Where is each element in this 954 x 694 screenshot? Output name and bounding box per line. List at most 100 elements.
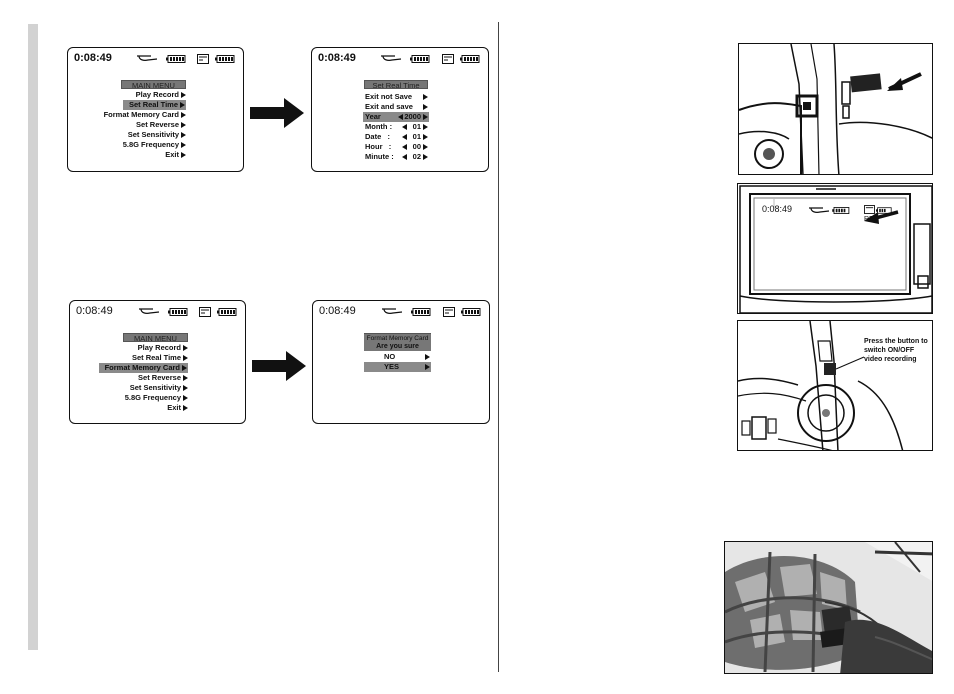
menu-item-frequency[interactable]: 5.8G Frequency: [123, 140, 186, 150]
photo-drone-camera: [724, 541, 933, 674]
screen-set-real-time: 0:08:49 Set Real Time Exit not Save Exit…: [311, 47, 489, 172]
battery-icon: [217, 308, 237, 316]
arrow-right-icon: [183, 345, 188, 352]
screen-main-menu-real-time: 0:08:49 MAIN MENU Play Record Set Real T…: [67, 47, 244, 172]
rec-label: REC: [864, 216, 879, 223]
clock-time: 0:08:49: [74, 52, 112, 64]
arrow-left-icon[interactable]: [402, 124, 408, 131]
helicopter-icon: [382, 308, 403, 314]
arrow-right-icon: [183, 375, 188, 382]
rec-clock-time: 0:08:49: [762, 204, 793, 214]
arrow-right-icon: [181, 132, 186, 139]
menu-item-set-reverse[interactable]: Set Reverse: [136, 120, 186, 130]
menu-item-format-memory-card[interactable]: Format Memory Card: [98, 363, 188, 373]
main-menu: MAIN MENU Play Record Set Real Time Form…: [104, 78, 186, 160]
battery-icon: [460, 55, 480, 63]
controller-screen-drawing: [739, 185, 932, 313]
arrow-right-icon: [180, 102, 185, 109]
arrow-right-icon: [183, 405, 188, 412]
battery-icon: [410, 55, 430, 63]
menu-title: MAIN MENU: [123, 333, 188, 343]
menu-item-set-sensitivity[interactable]: Set Sensitivity: [130, 383, 188, 393]
memory-card-icon: [850, 73, 882, 93]
battery-icon: [411, 308, 431, 316]
status-bar: 0:08:49: [319, 305, 483, 319]
menu-item-play-record[interactable]: Play Record: [136, 90, 186, 100]
arrow-right-icon: [250, 98, 304, 128]
dialog-question: Are you sure: [364, 342, 431, 351]
status-bar: 0:08:49: [76, 305, 239, 319]
record-button-icon[interactable]: [824, 363, 836, 375]
menu-item-set-real-time[interactable]: Set Real Time: [122, 100, 186, 110]
helicopter-icon: [137, 55, 158, 61]
clock-time: 0:08:49: [318, 52, 356, 64]
field-month[interactable]: Month : 01: [363, 122, 429, 132]
screen-main-menu-format: 0:08:49 MAIN MENU Play Record Set Real T…: [69, 300, 246, 424]
arrow-right-icon[interactable]: [423, 124, 428, 131]
menu-item-set-reverse[interactable]: Set Reverse: [138, 373, 188, 383]
clock-time: 0:08:49: [319, 305, 356, 317]
menu-item-frequency[interactable]: 5.8G Frequency: [125, 393, 188, 403]
menu-item-exit[interactable]: Exit: [167, 403, 188, 413]
menu-item-set-real-time[interactable]: Set Real Time: [132, 353, 188, 363]
menu-item-set-sensitivity[interactable]: Set Sensitivity: [128, 130, 186, 140]
option-no[interactable]: NO: [364, 352, 431, 362]
helicopter-icon: [381, 55, 402, 61]
arrow-right-icon: [181, 152, 186, 159]
menu-item-play-record[interactable]: Play Record: [138, 343, 188, 353]
arrow-right-icon: [181, 92, 186, 99]
option-exit-and-save[interactable]: Exit and save: [363, 102, 429, 112]
arrow-right-icon[interactable]: [423, 154, 428, 161]
battery-icon: [832, 207, 850, 214]
menu-title: Set Real Time: [364, 80, 428, 90]
record-button-caption: Press the button to switch ON/OFF video …: [864, 338, 928, 363]
battery-icon: [876, 207, 892, 214]
arrow-right-icon[interactable]: [423, 144, 428, 151]
arrow-right-icon[interactable]: [423, 114, 428, 121]
main-menu: MAIN MENU Play Record Set Real Time Form…: [98, 331, 188, 413]
option-yes[interactable]: YES: [364, 362, 431, 372]
battery-icon: [166, 55, 186, 63]
option-exit-not-save[interactable]: Exit not Save: [363, 92, 429, 102]
side-bar: [28, 24, 38, 650]
field-minute[interactable]: Minute : 02: [363, 152, 429, 162]
arrow-left-icon[interactable]: [402, 144, 408, 151]
arrow-right-icon: [183, 355, 188, 362]
arrow-left-icon: [887, 78, 903, 91]
arrow-right-icon: [252, 351, 306, 381]
photo-record-button: Press the button to switch ON/OFF video …: [737, 320, 933, 451]
menu-title: MAIN MENU: [121, 80, 186, 90]
menu-item-exit[interactable]: Exit: [165, 150, 186, 160]
arrow-left-icon[interactable]: [402, 154, 408, 161]
arrow-right-icon: [183, 395, 188, 402]
menu-item-format-memory-card[interactable]: Format Memory Card: [104, 110, 186, 120]
memory-card-icon: [820, 628, 848, 648]
memory-card-icon: [199, 307, 211, 317]
memory-card-icon: [442, 54, 454, 64]
clock-time: 0:08:49: [76, 305, 113, 317]
arrow-right-icon: [423, 104, 428, 111]
arrow-left-icon[interactable]: [398, 114, 404, 121]
status-bar: 0:08:49: [318, 52, 482, 66]
arrow-right-icon: [181, 112, 186, 119]
arrow-left-icon[interactable]: [402, 134, 408, 141]
arrow-right-icon[interactable]: [423, 134, 428, 141]
field-date[interactable]: Date : 01: [363, 132, 429, 142]
helicopter-icon: [809, 207, 830, 213]
controller-side-drawing: [739, 44, 932, 174]
photo-rec-indicator: 0:08:49 REC: [737, 183, 933, 314]
memory-card-icon: [443, 307, 455, 317]
dialog-title: Format Memory Card: [364, 333, 431, 342]
battery-icon: [461, 308, 481, 316]
field-hour[interactable]: Hour : 00: [363, 142, 429, 152]
arrow-right-icon: [182, 365, 187, 372]
arrow-right-icon: [425, 354, 430, 361]
helicopter-icon: [139, 308, 160, 314]
set-real-time-menu: Set Real Time Exit not Save Exit and sav…: [363, 80, 431, 162]
switch-icon: [751, 416, 767, 440]
screen-format-confirm: 0:08:49 Format Memory Card Are you sure …: [312, 300, 490, 424]
arrow-right-icon: [183, 385, 188, 392]
photo-insert-memory-card: [738, 43, 933, 175]
arrow-left-icon: [864, 212, 879, 224]
